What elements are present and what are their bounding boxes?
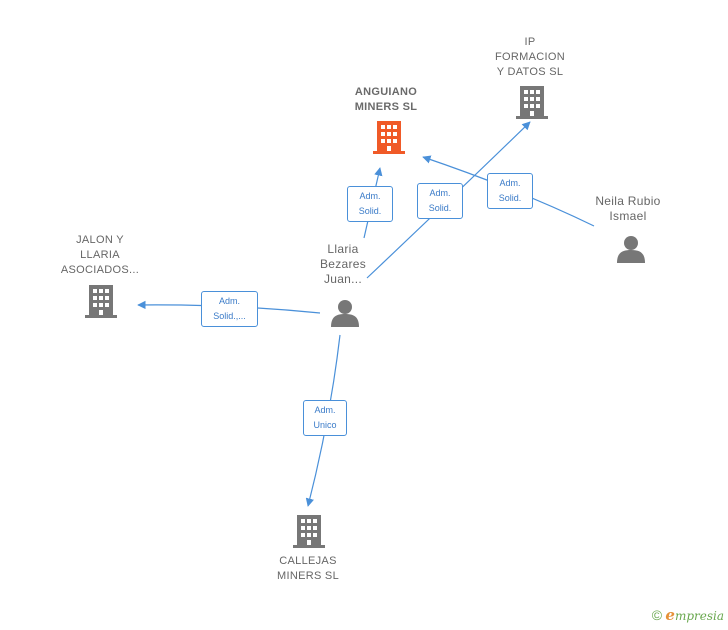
neila-label[interactable]: Neila Rubio Ismael [595,194,661,223]
brand-watermark: © empresia [652,606,724,624]
brand-name: mpresia [674,609,724,623]
jalon-building-icon[interactable] [85,285,117,318]
edge-label-llaria-anguiano[interactable]: Adm. Solid. [347,186,393,222]
ip-label[interactable]: IP FORMACION Y DATOS SL [495,36,565,78]
anguiano-building-icon[interactable] [373,121,405,154]
llaria-person-icon[interactable] [331,300,359,327]
edge-label-neila-anguiano[interactable]: Adm. Solid. [487,173,533,209]
copyright-symbol: © [651,607,663,623]
edge-label-llaria-callejas[interactable]: Adm. Unico [303,400,347,436]
callejas-building-icon[interactable] [293,515,325,548]
ip-building-icon[interactable] [516,86,548,119]
jalon-label[interactable]: JALON Y LLARIA ASOCIADOS... [60,234,140,276]
edge-label-llaria-jalon[interactable]: Adm. Solid.,... [201,291,258,327]
callejas-label[interactable]: CALLEJAS MINERS SL [277,555,339,582]
llaria-label[interactable]: Llaria Bezares Juan... [319,242,367,286]
neila-person-icon[interactable] [617,236,645,263]
anguiano-label[interactable]: ANGUIANO MINERS SL [354,86,418,113]
edge-label-llaria-ip[interactable]: Adm. Solid. [417,183,463,219]
brand-initial: e [665,606,675,624]
